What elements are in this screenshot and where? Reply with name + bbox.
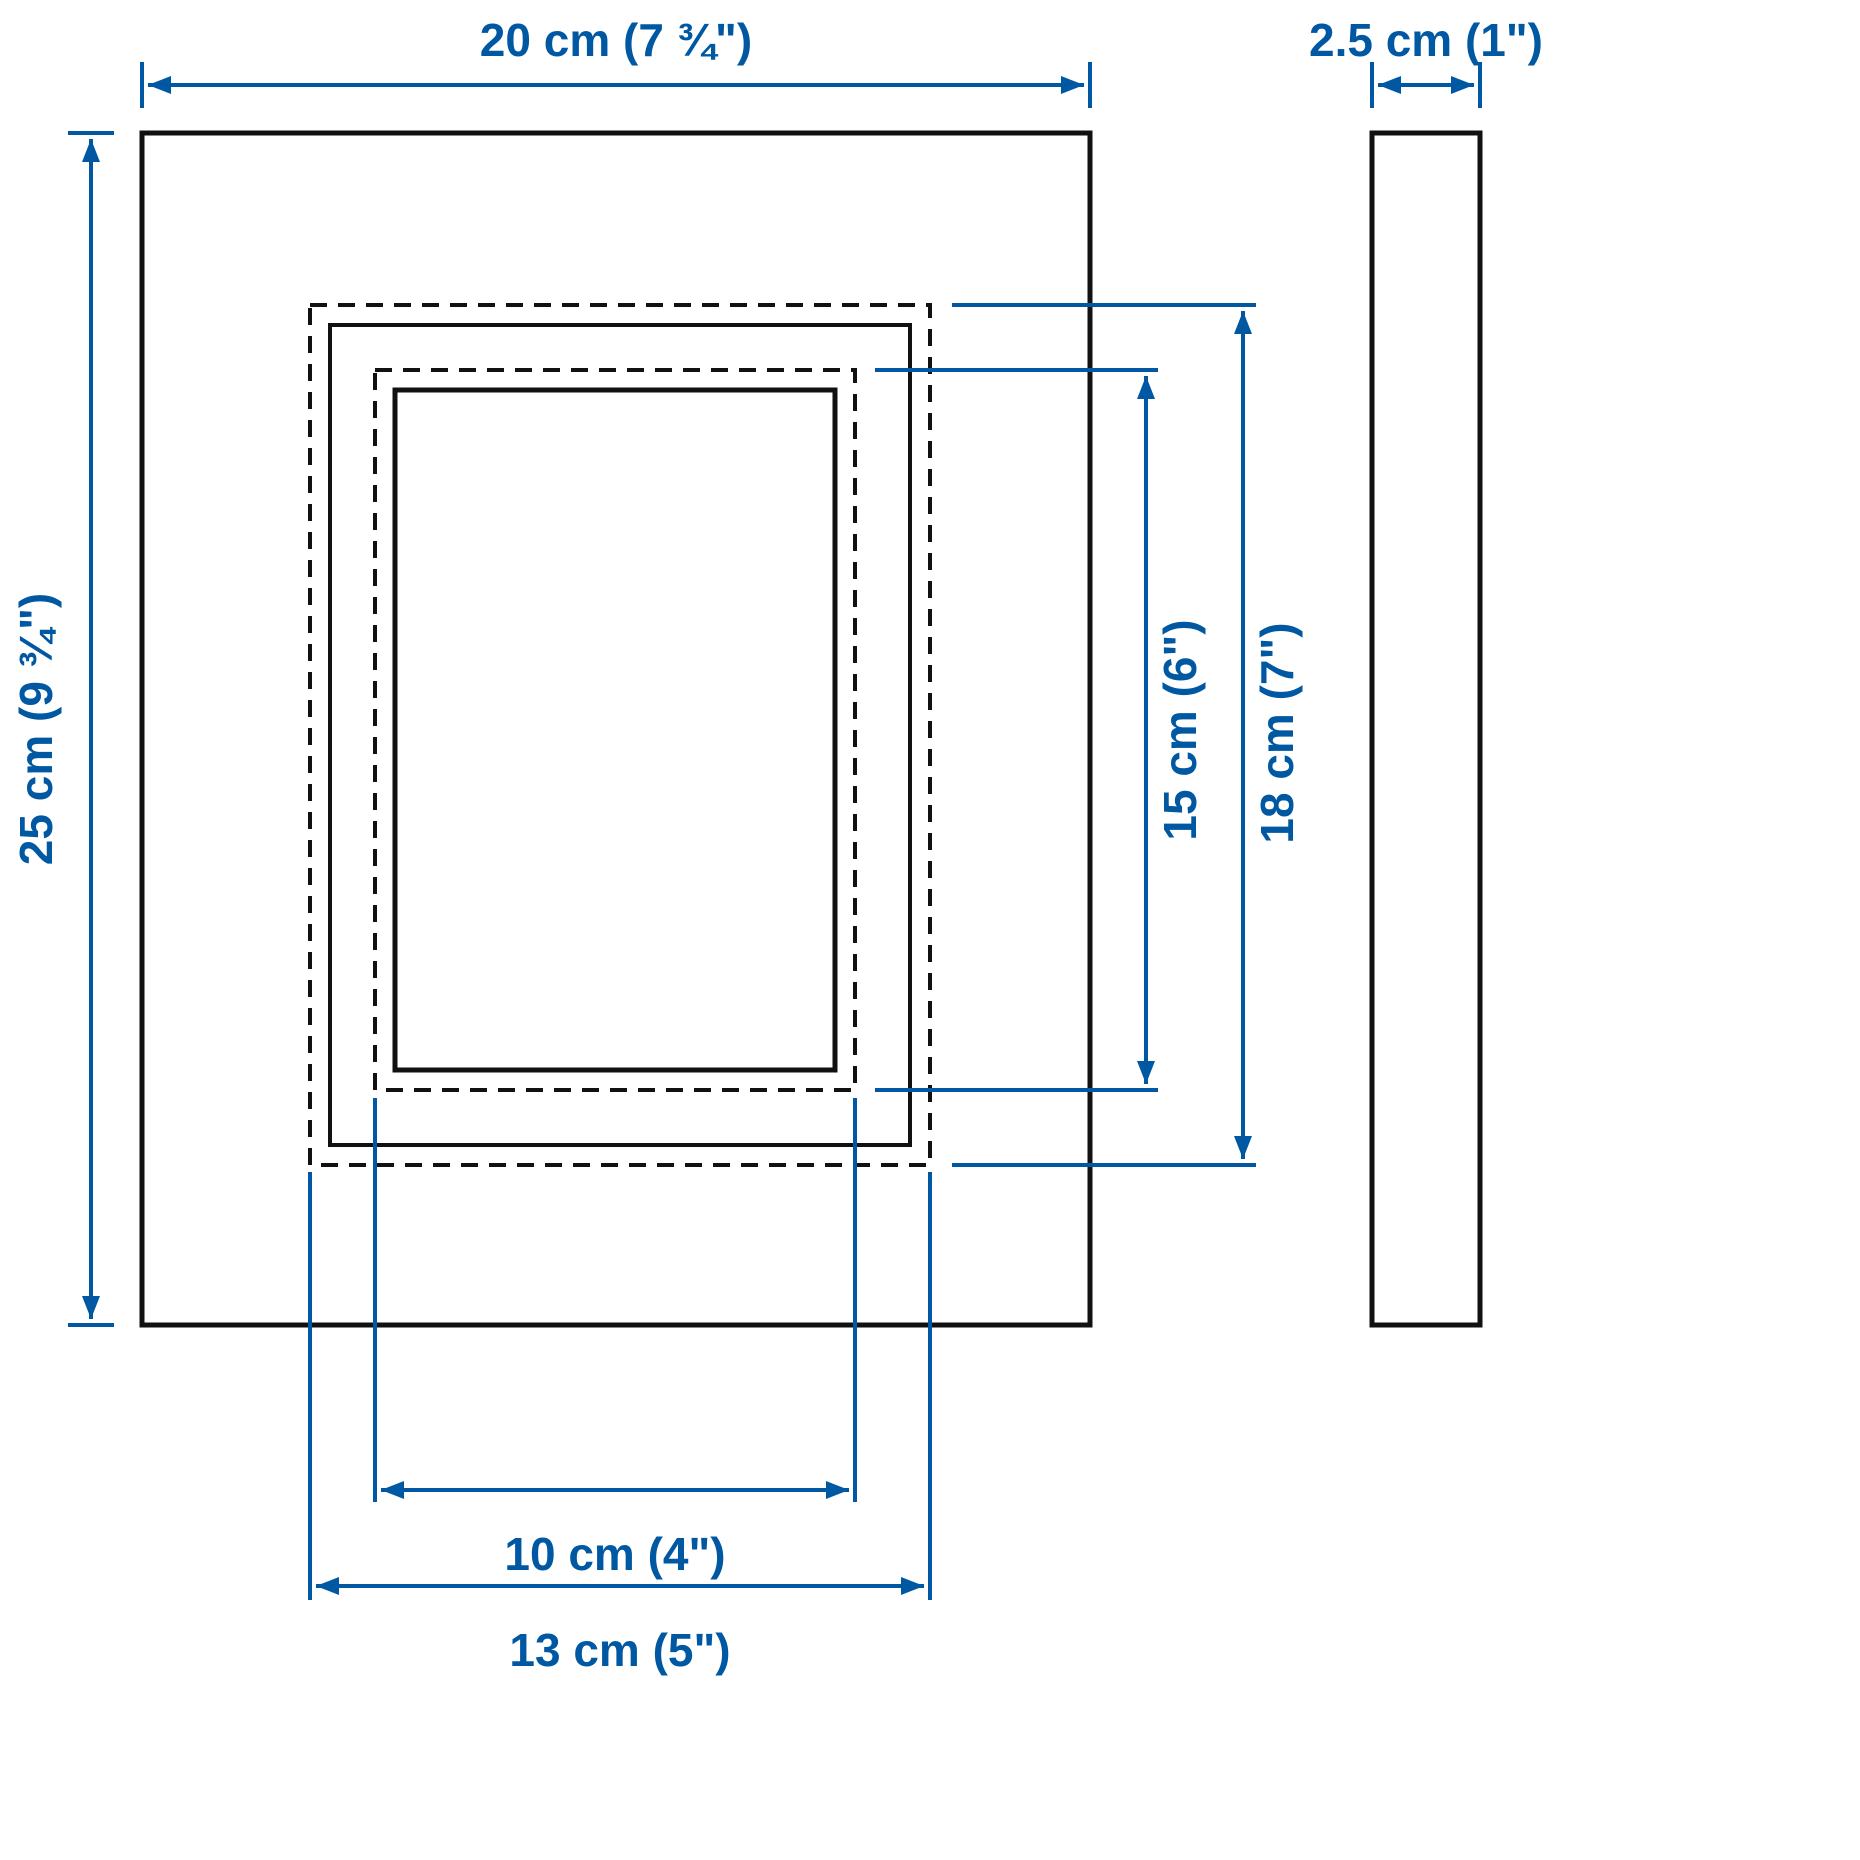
dim-label-with-mat-width: 10 cm (4") — [504, 1528, 725, 1580]
frame-side-outline — [1369, 130, 1483, 1328]
dim-outer-height: 25 cm (9 ¾") — [10, 131, 114, 1327]
dim-label-outer-height: 25 cm (9 ¾") — [10, 593, 62, 865]
dim-label-outer-width: 20 cm (7 ¾") — [480, 14, 752, 66]
mat-opening-outline — [392, 387, 838, 1073]
dim-without-mat-width: 13 cm (5") — [308, 1172, 932, 1676]
dim-with-mat-height: 15 cm (6") — [875, 368, 1206, 1092]
picture-with-mat-dashed-outline — [373, 368, 857, 1092]
frame-front-outline — [139, 130, 1093, 1328]
dim-label-depth: 2.5 cm (1") — [1309, 14, 1543, 66]
picture-without-mat-dashed-outline — [308, 303, 932, 1167]
dim-label-without-mat-height: 18 cm (7") — [1251, 622, 1303, 843]
dim-outer-width: 20 cm (7 ¾") — [140, 14, 1092, 108]
dim-depth: 2.5 cm (1") — [1309, 14, 1543, 108]
dim-label-without-mat-width: 13 cm (5") — [509, 1624, 730, 1676]
mat-outer-outline — [328, 323, 912, 1147]
dim-label-with-mat-height: 15 cm (6") — [1154, 619, 1206, 840]
dim-with-mat-width: 10 cm (4") — [373, 1098, 857, 1580]
dim-without-mat-height: 18 cm (7") — [952, 303, 1303, 1167]
